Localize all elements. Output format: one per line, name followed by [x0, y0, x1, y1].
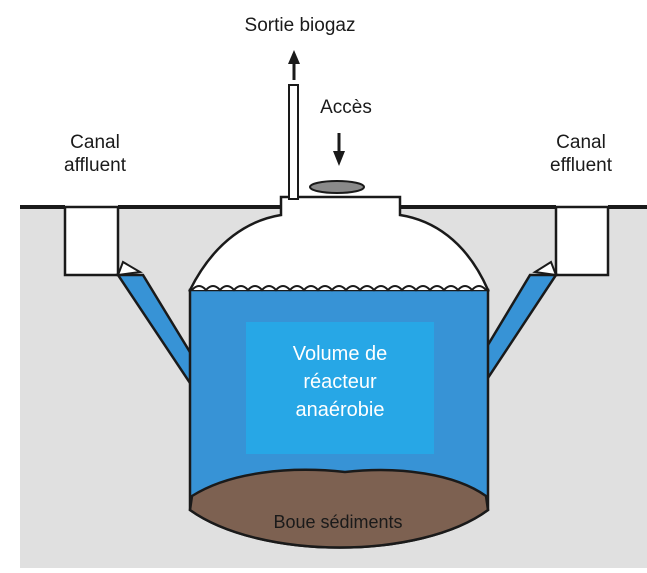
reactor-volume-core — [246, 322, 434, 454]
arrow-down-icon — [333, 133, 345, 166]
label-biogas-outlet: Sortie biogaz — [245, 15, 356, 36]
arrow-up-icon — [288, 50, 300, 80]
biogas-pipe — [288, 84, 299, 200]
label-reactor-volume-line2: réacteur — [303, 371, 377, 393]
label-reactor-volume-line3: anaérobie — [296, 399, 385, 421]
access-cover — [309, 180, 365, 194]
label-inlet-canal-line1: Canal — [70, 132, 120, 153]
gas-dome — [187, 195, 490, 292]
label-sludge: Boue sédiments — [273, 512, 402, 532]
label-outlet-canal-line2: effluent — [550, 155, 613, 176]
label-inlet-canal-line2: affluent — [64, 155, 127, 176]
reactor-tank — [187, 195, 490, 549]
label-access: Accès — [320, 97, 372, 118]
label-reactor-volume-line1: Volume de — [293, 343, 388, 365]
label-outlet-canal-line1: Canal — [556, 132, 606, 153]
liquid-surface — [191, 285, 487, 292]
sludge-layer — [188, 468, 490, 549]
